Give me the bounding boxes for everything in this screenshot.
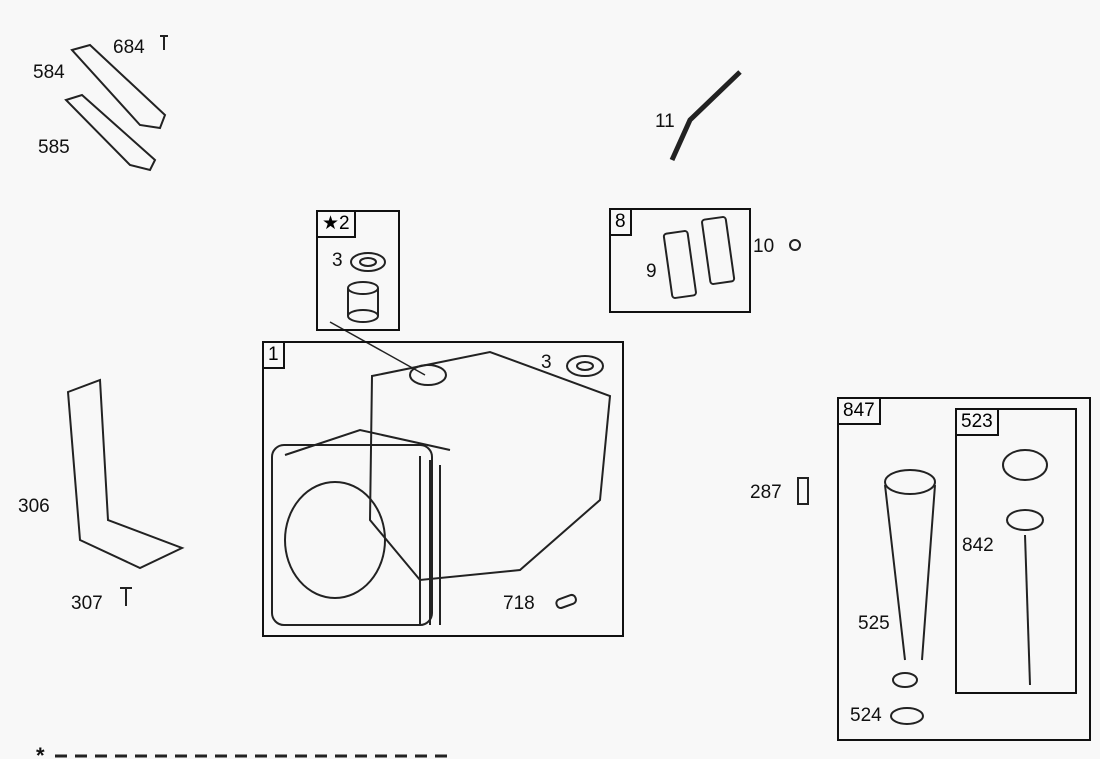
kit-box-2 bbox=[316, 210, 400, 331]
part-525[interactable]: 525 bbox=[858, 613, 890, 634]
bushing-2 bbox=[347, 281, 379, 323]
shield-306 bbox=[66, 378, 185, 570]
part-3[interactable]: 3 bbox=[332, 250, 343, 271]
seal-3 bbox=[350, 252, 386, 272]
dipstick-523 bbox=[1002, 449, 1048, 686]
kit-box-847 bbox=[837, 397, 1091, 741]
part-718[interactable]: 718 bbox=[503, 593, 535, 614]
part-10[interactable]: 10 bbox=[753, 236, 775, 257]
part-11[interactable]: 11 bbox=[655, 111, 675, 132]
part-684[interactable]: 684 bbox=[113, 37, 145, 58]
kit-label-523: 523 bbox=[955, 408, 999, 436]
screw-10 bbox=[789, 239, 801, 251]
kit-box-1 bbox=[262, 341, 624, 637]
kit-box-8 bbox=[609, 208, 751, 313]
gasket-584 bbox=[70, 43, 167, 130]
gasket-9b bbox=[701, 216, 736, 285]
part-585[interactable]: 585 bbox=[38, 137, 70, 158]
tube-11 bbox=[669, 70, 742, 162]
part-306[interactable]: 306 bbox=[18, 496, 50, 517]
oring-524 bbox=[890, 707, 924, 725]
part-584[interactable]: 584 bbox=[33, 62, 65, 83]
kit-label-847: 847 bbox=[837, 397, 881, 425]
part-842[interactable]: 842 bbox=[962, 535, 994, 556]
gasket-9 bbox=[662, 230, 697, 299]
gasket-585 bbox=[64, 93, 157, 172]
seal-3b bbox=[566, 355, 604, 377]
part-3b[interactable]: 3 bbox=[541, 352, 552, 373]
kit-box-523 bbox=[955, 408, 1077, 694]
screw-307 bbox=[120, 587, 132, 606]
screw-287 bbox=[797, 477, 809, 505]
kit-label-8: 8 bbox=[609, 208, 632, 236]
footnote-star: * bbox=[36, 743, 45, 759]
part-524[interactable]: 524 bbox=[850, 705, 882, 726]
part-9[interactable]: 9 bbox=[646, 261, 657, 282]
kit-label-2: ★2 bbox=[316, 210, 356, 238]
part-307[interactable]: 307 bbox=[71, 593, 103, 614]
dipstick-tube-525 bbox=[884, 469, 936, 688]
part-287[interactable]: 287 bbox=[750, 482, 782, 503]
kit-label-1: 1 bbox=[262, 341, 285, 369]
screw-684 bbox=[160, 35, 168, 50]
pin-718 bbox=[555, 593, 577, 609]
